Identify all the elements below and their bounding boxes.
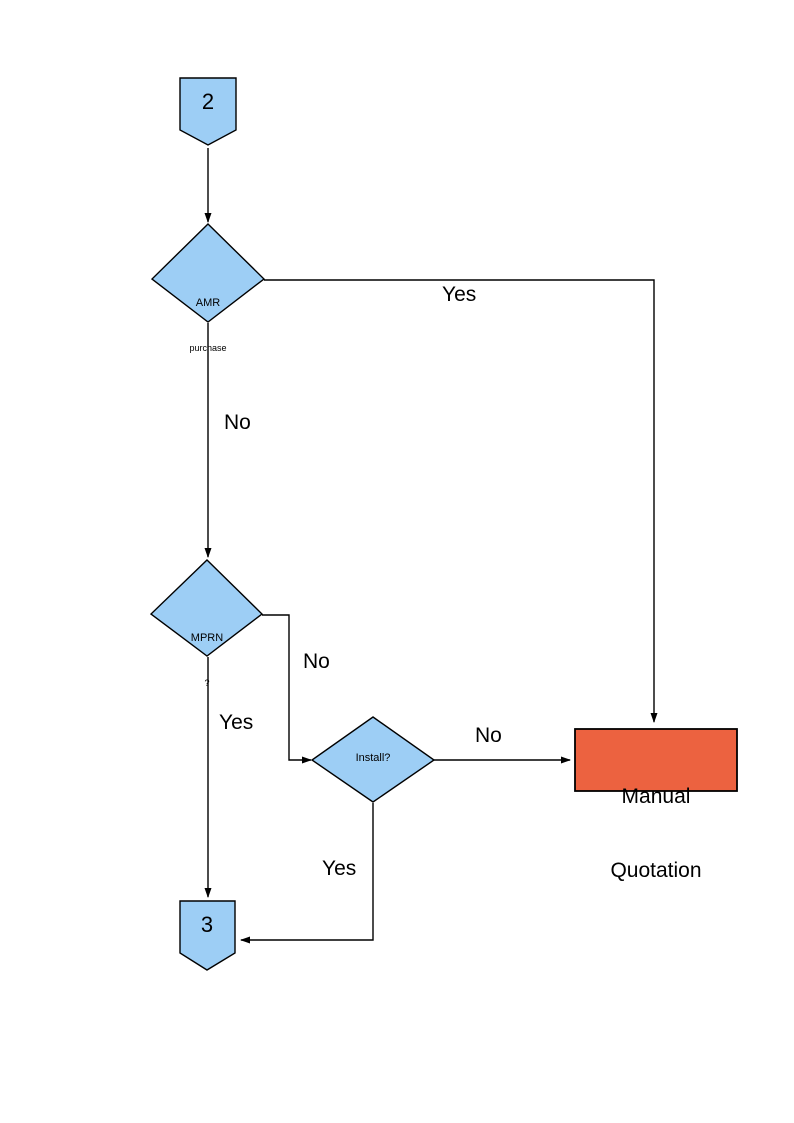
shape-decision-install[interactable] (310, 716, 436, 803)
edge-label-amr-no: No (224, 411, 251, 434)
edge-install-yes-to-connector3 (240, 803, 374, 944)
shape-process-manual-quotation[interactable] (574, 728, 738, 792)
edge-label-amr-yes: Yes (442, 283, 477, 306)
edge-label-mprn-no: No (303, 650, 330, 673)
shape-decision-mprn[interactable] (149, 559, 264, 657)
shape-connector-out[interactable] (179, 900, 236, 971)
edge-mprn-no-to-install (262, 614, 312, 764)
edge-label-install-no: No (475, 724, 502, 747)
shape-decision-amr[interactable] (150, 223, 266, 323)
edge-amr-yes-to-manual-quotation (264, 279, 658, 723)
shape-connector-in[interactable] (179, 77, 237, 146)
edge-label-mprn-yes: Yes (219, 711, 254, 734)
edge-label-install-yes: Yes (322, 857, 357, 880)
